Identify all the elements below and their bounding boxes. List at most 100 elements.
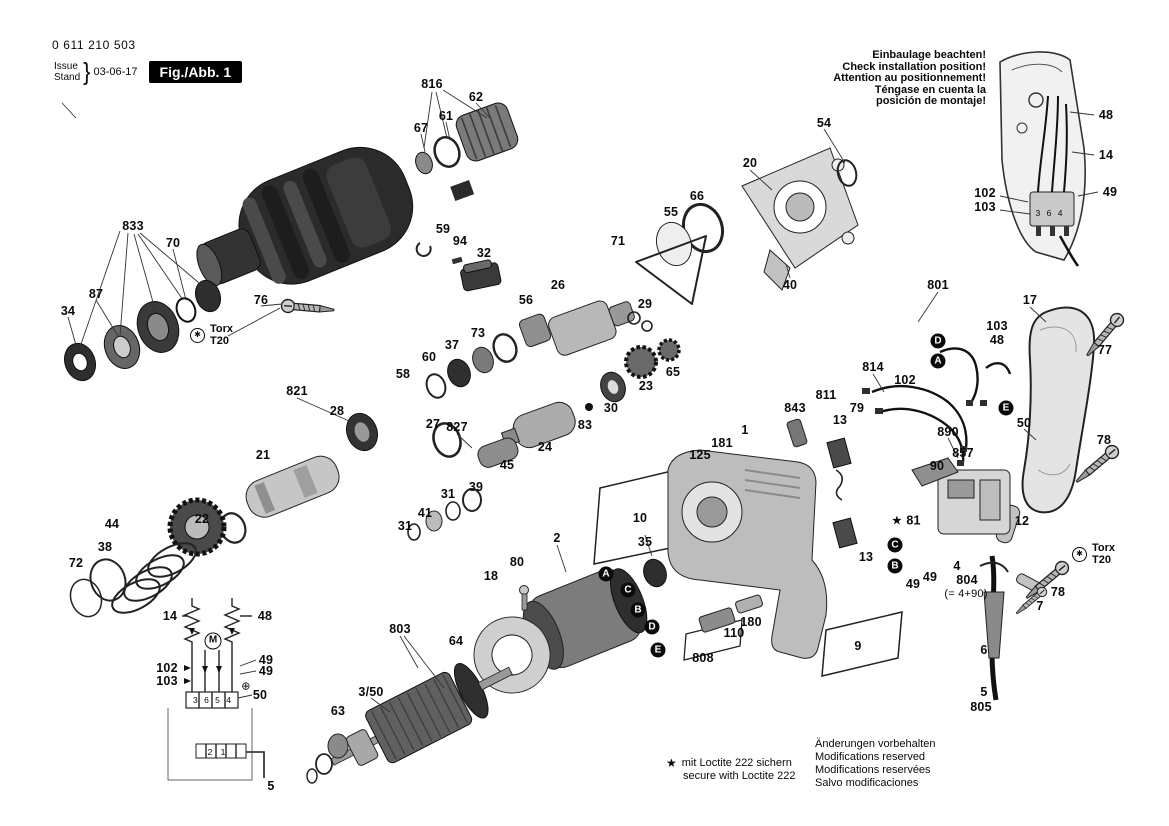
- switch-art: [911, 457, 1011, 535]
- part-callout-66: 66: [689, 189, 705, 203]
- assembly-marker-C: C: [620, 582, 636, 598]
- assembly-marker-B: B: [630, 602, 646, 618]
- part-callout-24: 24: [537, 440, 553, 454]
- part-callout-94: 94: [452, 234, 468, 248]
- part-callout-4: 4: [953, 559, 961, 573]
- part-callout-10: 10: [632, 511, 648, 525]
- hammer-shaft-art: [345, 300, 681, 458]
- part-callout-23: 23: [638, 379, 654, 393]
- leader-lines: [61, 89, 1099, 713]
- part-callout-21: 21: [255, 448, 271, 462]
- part-callout-73: 73: [470, 326, 486, 340]
- part-callout-48: 48: [1098, 108, 1114, 122]
- torx-icon: ✱: [1072, 546, 1087, 562]
- part-callout-30: 30: [603, 401, 619, 415]
- part-callout-20: 20: [742, 156, 758, 170]
- inset-top-right-art: [999, 51, 1086, 267]
- torx-word: Torx: [210, 323, 234, 335]
- part-callout-364: 3 6 4: [1035, 208, 1065, 218]
- part-callout-13: 13: [858, 550, 874, 564]
- part-callout-3654: 3 6 5 4: [193, 695, 233, 705]
- part-callout-80: 80: [509, 555, 525, 569]
- part-callout-83: 83: [577, 418, 593, 432]
- assembly-marker-D: D: [930, 333, 946, 349]
- stand-label: Stand: [54, 72, 81, 83]
- part-callout-180: 180: [740, 615, 762, 629]
- star-icon: ★: [666, 756, 677, 770]
- part-callout-32: 32: [476, 246, 492, 260]
- assembly-marker-B: B: [887, 558, 903, 574]
- part-callout-9: 9: [854, 639, 862, 653]
- part-callout-805: 805: [970, 700, 992, 714]
- part-callout-62: 62: [468, 90, 484, 104]
- part-callout-87: 87: [88, 287, 104, 301]
- part-callout-1: 1: [220, 747, 228, 757]
- part-callout-821: 821: [286, 384, 308, 398]
- modifications-note-line: Modifications reservées: [815, 764, 931, 776]
- installation-note-line: Attention au positionnement!: [833, 72, 986, 85]
- part-callout-816: 816: [421, 77, 443, 91]
- issue-stand-block: Issue Stand } 03-06-17 Fig./Abb. 1: [54, 57, 243, 86]
- wire-terminals-art: [862, 388, 987, 466]
- assembly-marker-E: E: [998, 400, 1014, 416]
- torx-size: T20: [1092, 554, 1111, 566]
- part-callout-125: 125: [689, 448, 711, 462]
- part-callout-5: 5: [980, 685, 988, 699]
- part-callout-31: 31: [440, 487, 456, 501]
- part-callout-77: 77: [1097, 343, 1113, 357]
- part-callout-60: 60: [421, 350, 437, 364]
- assembly-marker-A: A: [598, 566, 614, 582]
- part-callout-50: 50: [1016, 416, 1032, 430]
- end-shield-art: [473, 585, 551, 694]
- part-callout-22: 22: [194, 512, 210, 526]
- part-callout-833: 833: [122, 219, 144, 233]
- part-callout-37: 37: [444, 338, 460, 352]
- installation-note-line: posición de montaje!: [875, 95, 986, 108]
- part-callout-7: 7: [1036, 599, 1044, 613]
- part-callout-103: 103: [974, 200, 996, 214]
- assembly-marker-A: A: [930, 353, 946, 369]
- part-callout-64: 64: [448, 634, 464, 648]
- part-callout-102: 102: [974, 186, 996, 200]
- part-callout-49: 49: [1102, 185, 1118, 199]
- part-callout-49: 49: [922, 570, 938, 584]
- part-callout-13: 13: [832, 413, 848, 427]
- part-callout-2: 2: [553, 531, 561, 545]
- motor-symbol: M: [204, 632, 222, 650]
- part-callout-79: 79: [849, 401, 865, 415]
- part-callout-14: 14: [162, 609, 178, 623]
- part-callout-6: 6: [980, 643, 988, 657]
- part-callout-2: 2: [207, 747, 215, 757]
- spindle-art: [69, 455, 340, 618]
- part-callout-31: 31: [397, 519, 413, 533]
- modifications-note-line: Salvo modificaciones: [815, 777, 919, 789]
- assembly-marker-C: C: [887, 537, 903, 553]
- torx-word: Torx: [1092, 542, 1116, 554]
- part-callout-814: 814: [862, 360, 884, 374]
- part-callout-28: 28: [329, 404, 345, 418]
- part-callout-811: 811: [815, 388, 837, 402]
- part-callout-76: 76: [253, 293, 269, 307]
- flange-art: [635, 147, 859, 305]
- part-callout-181: 181: [711, 436, 733, 450]
- part-callout-26: 26: [550, 278, 566, 292]
- part-callout-=4+90: (= 4+90): [944, 588, 988, 600]
- document-number: 0 611 210 503: [52, 38, 136, 52]
- part-callout-55: 55: [663, 205, 679, 219]
- part-callout-102: 102: [894, 373, 916, 387]
- part-callout-78: 78: [1096, 433, 1112, 447]
- part-callout-857: 857: [952, 446, 974, 460]
- torx-size: T20: [210, 335, 229, 347]
- part-callout-34: 34: [60, 304, 76, 318]
- part-callout-5: 5: [267, 779, 275, 793]
- part-callout-803: 803: [389, 622, 411, 636]
- part-callout-17: 17: [1022, 293, 1038, 307]
- part-callout-41: 41: [417, 506, 433, 520]
- installation-note-line: Téngase en cuenta la: [874, 83, 986, 96]
- installation-note-line: Check installation position!: [842, 60, 986, 73]
- part-callout-: ⊕: [241, 680, 251, 693]
- brace-glyph: }: [83, 57, 91, 86]
- part-callout-49: 49: [258, 664, 274, 678]
- assembly-marker-D: D: [644, 619, 660, 635]
